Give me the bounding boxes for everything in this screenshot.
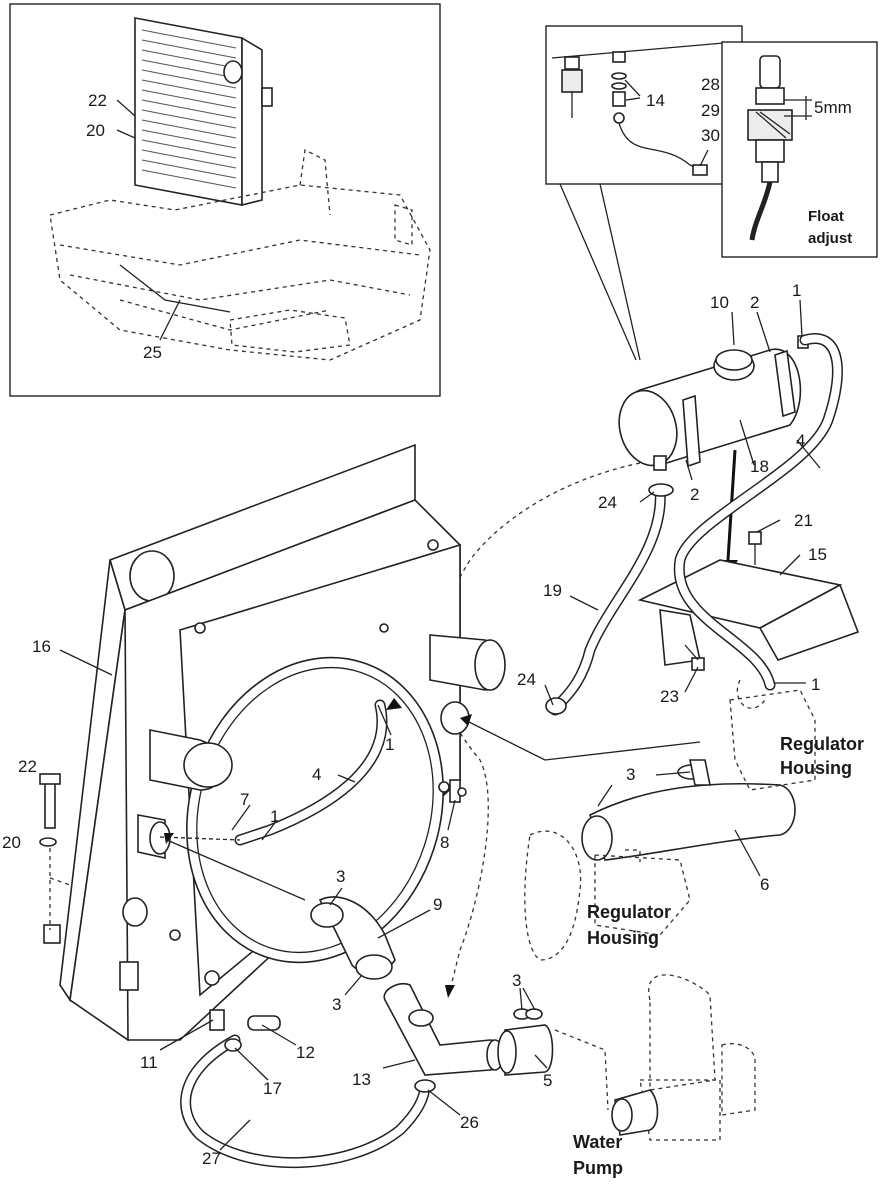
sensor-detail-inset: 14 28 29 30 [545, 25, 743, 185]
callout-12: 12 [296, 1043, 315, 1062]
callout-10: 10 [710, 293, 729, 312]
callout-1-fitting: 1 [270, 807, 279, 826]
sensor-detail-frame [545, 25, 743, 185]
callout-24-top: 24 [598, 493, 617, 512]
callout-21: 21 [794, 511, 813, 530]
tank-bracket [637, 531, 860, 671]
callout-20-washer: 20 [2, 833, 21, 852]
callout-14: 14 [646, 91, 665, 110]
callout-1-bracket: 1 [811, 675, 820, 694]
callout-28: 28 [701, 75, 720, 94]
detail-pointer-right [599, 183, 641, 361]
callout-8: 8 [440, 833, 449, 852]
callout-leaders [59, 299, 821, 1151]
callout-2-bottom: 2 [690, 485, 699, 504]
callout-1-tank: 1 [792, 281, 801, 300]
callout-27: 27 [202, 1149, 221, 1168]
callout-6: 6 [760, 875, 769, 894]
inset-chassis-drawing [49, 149, 431, 361]
detail-pointer-left [559, 183, 637, 361]
regulator-housing-label-1-line1: Regulator [780, 734, 864, 754]
callout-9: 9 [433, 895, 442, 914]
regulator-housing-lower [524, 830, 691, 961]
callout-16: 16 [32, 637, 51, 656]
callout-18: 18 [750, 457, 769, 476]
float-adjust-frame [721, 41, 878, 258]
inset-leaders [116, 99, 181, 341]
inset-radiator-drawing [134, 17, 273, 207]
callout-25: 25 [143, 343, 162, 362]
callout-22-bolt: 22 [18, 757, 37, 776]
callout-3-coupler: 3 [512, 971, 521, 990]
hose-9 [310, 896, 396, 980]
callout-3-hose9-bottom: 3 [332, 995, 341, 1014]
upper-hose-6 [581, 759, 796, 861]
dimension-5mm: 5mm [814, 98, 852, 117]
callout-3-hose9-top: 3 [336, 867, 345, 886]
overview-inset: 22 20 25 [9, 3, 441, 397]
expansion-tank [618, 335, 809, 580]
float-adjust-label-line2: adjust [808, 230, 852, 247]
regulator-housing-upper [729, 679, 816, 791]
callout-17: 17 [263, 1079, 282, 1098]
callout-4-shroud: 4 [312, 765, 321, 784]
water-pump-label-line1: Water [573, 1132, 622, 1152]
regulator-housing-label-1-line2: Housing [780, 758, 852, 778]
callout-1-shroud: 1 [385, 735, 394, 754]
regulator-housing-label-2-line1: Regulator [587, 902, 671, 922]
callout-23: 23 [660, 687, 679, 706]
routing-dashed-line [436, 462, 641, 991]
callout-11: 11 [140, 1053, 158, 1072]
water-pump-label-line2: Pump [573, 1158, 623, 1178]
callout-24-bottom: 24 [517, 670, 536, 689]
callout-2-top: 2 [750, 293, 759, 312]
float-adjust-label-line1: Float [808, 208, 844, 225]
callout-19: 19 [543, 581, 562, 600]
callout-29: 29 [701, 101, 720, 120]
radiator-assembly [43, 443, 506, 1042]
callout-20-inset: 20 [86, 121, 105, 140]
callout-30: 30 [701, 126, 720, 145]
callout-3-upper: 3 [626, 765, 635, 784]
callout-26: 26 [460, 1113, 479, 1132]
water-pump-dashed [554, 974, 756, 1141]
callout-7: 7 [240, 790, 249, 809]
coupler-5 [497, 1008, 554, 1076]
float-adjust-inset: 5mm Float adjust [721, 41, 878, 258]
callout-5: 5 [543, 1071, 552, 1090]
bolt-dashed-line [49, 840, 71, 930]
callout-4-tank: 4 [796, 431, 805, 450]
regulator-housing-label-2-line2: Housing [587, 928, 659, 948]
pipe-13 [383, 982, 504, 1076]
callout-22-inset: 22 [88, 91, 107, 110]
callout-13: 13 [352, 1070, 371, 1089]
callout-15: 15 [808, 545, 827, 564]
